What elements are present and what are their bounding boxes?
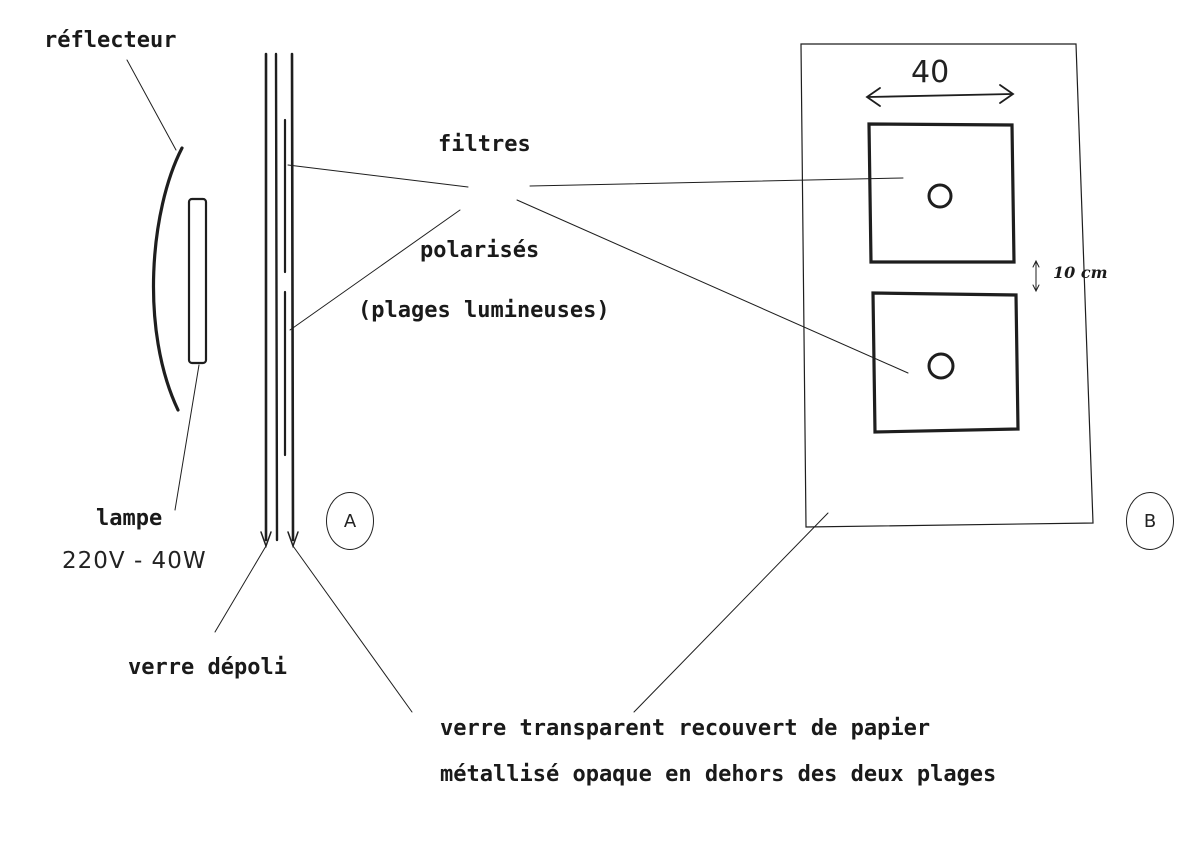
- upper-aperture: [927, 183, 953, 209]
- frosted-glass-label: verre dépoli: [128, 655, 287, 680]
- lamp-spec-label: 220V - 40W: [62, 548, 207, 574]
- dimension-gap-label: 10 cm: [1053, 263, 1108, 282]
- panel-b-outline: [800, 43, 1094, 528]
- dimension-40-label: 40: [911, 55, 950, 90]
- leader-reflector: [126, 59, 177, 151]
- marker-a: A: [326, 492, 374, 550]
- leader-transparent-glass: [292, 545, 413, 713]
- dimension-40-arrow: [867, 93, 1013, 98]
- light-areas-label: (plages lumineuses): [358, 298, 610, 323]
- transparent-glass-label-line1: verre transparent recouvert de papier: [440, 716, 931, 741]
- leader-filter-b-upper: [529, 177, 904, 187]
- leader-lamp: [174, 364, 200, 511]
- marker-b: B: [1126, 492, 1174, 550]
- reflector-arc: [151, 146, 184, 412]
- leader-frosted-glass: [214, 545, 267, 633]
- leader-filter-upper: [287, 164, 469, 188]
- lamp-tube: [187, 197, 208, 365]
- frosted-glass-inner: [274, 52, 279, 542]
- upper-filter-square: [867, 122, 1016, 264]
- leader-panel-b: [633, 512, 829, 713]
- transparent-glass: [290, 52, 295, 542]
- leader-filter-lower: [289, 209, 461, 331]
- lower-filter-square: [871, 291, 1020, 434]
- leader-filter-b-lower: [516, 199, 909, 374]
- filters-label: filtres: [438, 132, 531, 157]
- reflector-label: réflecteur: [44, 28, 177, 53]
- lower-aperture: [927, 352, 955, 380]
- polarized-label: polarisés: [420, 238, 540, 263]
- lamp-label: lampe: [96, 506, 163, 531]
- transparent-glass-label-line2: métallisé opaque en dehors des deux plag…: [440, 762, 997, 787]
